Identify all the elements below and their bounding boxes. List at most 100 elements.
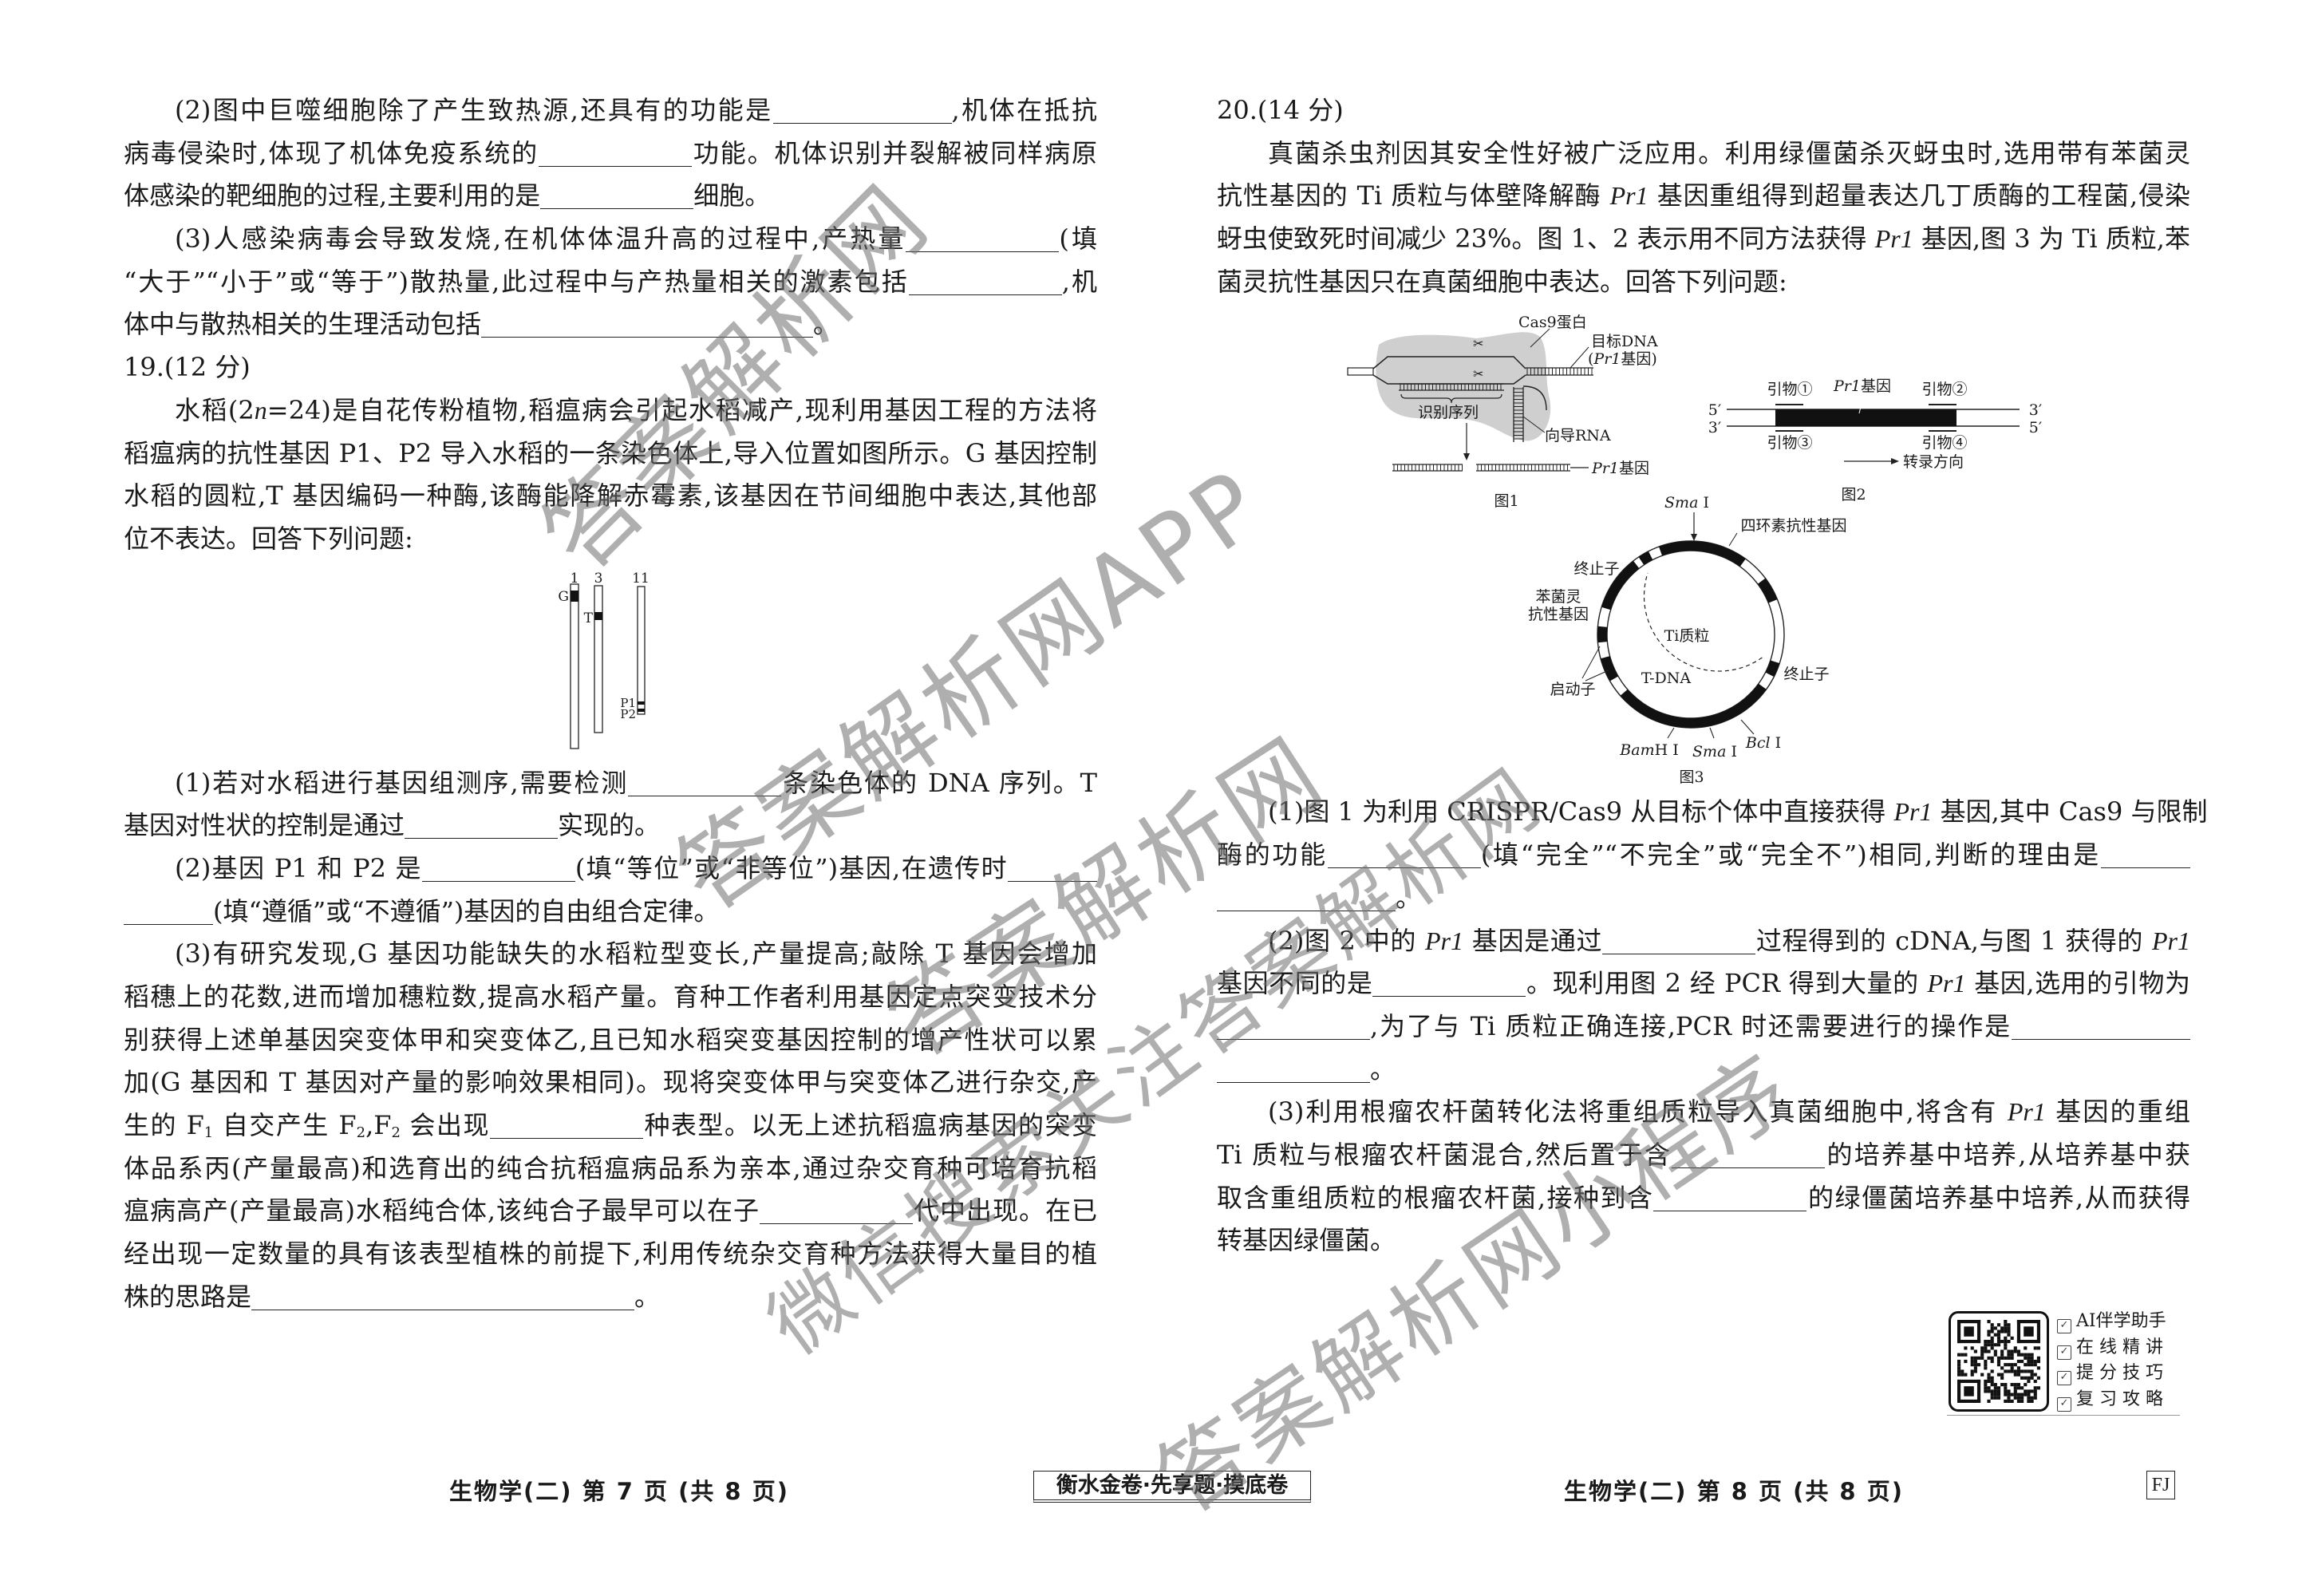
qr-module [2024,1383,2028,1387]
text-run: 株的思路是 [124,1281,252,1312]
qr-module [2030,1356,2034,1360]
gene-suffix: 基因 [1619,460,1649,477]
text-run: 的绿僵菌培养基中培养,从而获得 [1806,1182,2190,1213]
qr-module [2000,1329,2004,1333]
qr-module [1996,1373,2001,1377]
figure-2-caption: 图2 [1841,486,1866,504]
qr-module [1957,1366,1961,1370]
qr-module [2000,1376,2004,1380]
qr-module [1984,1383,1988,1387]
qr-module [1993,1343,1997,1347]
qr-module [1976,1320,1981,1344]
qr-module [1993,1393,1997,1396]
qr-module [2007,1329,2011,1333]
text-run: 稻瘟病的抗性基因 P1、P2 导入水稻的一条染色体上,导入位置如图所示。G 基因… [124,437,1097,468]
qr-module [2000,1383,2004,1387]
text-line: 病毒侵染时,体现了机体免疫系统的功能。机体识别并裂解被同样病原 [124,132,1097,176]
qr-module [2000,1353,2004,1357]
text-line: 稻穗上的花数,进而增加穗粒数,提高水稻产量。育种工作者利用基因定点突变技术分 [124,976,1097,1019]
text-run: 位不表达。回答下列问题: [124,523,413,554]
text-line: 酶的功能(填“完全”“不完全”或“完全不”)相同,判断的理由是 [1217,834,2190,877]
qr-module [1984,1346,1988,1350]
qr-feature-list: ✓AI伴学助手 ✓在 线 精 讲 ✓提 分 技 巧 ✓复 习 攻 略 [2057,1309,2166,1412]
qr-module [1957,1399,1981,1403]
gene-label: Pr1基因 [1833,377,1891,395]
enzyme-name: Sma [1692,743,1726,760]
checkbox-icon: ✓ [2057,1345,2071,1360]
qr-feature-item: ✓AI伴学助手 [2057,1309,2166,1335]
chromosome-11 [637,586,646,715]
arrow-head [1463,453,1470,460]
qr-module [1957,1339,1981,1344]
answer-blank [772,94,952,124]
text-line: 基因不同的是。现利用图 2 经 PCR 得到大量的 Pr1 基因,选用的引物为 [1217,962,2190,1005]
qr-module [1957,1379,1961,1403]
scissors-icon: ✂ [1473,366,1483,381]
text-run: (填 [1059,223,1097,255]
qr-module [1984,1386,1988,1390]
end-5-left: 5′ [1708,401,1721,419]
figure-1-crispr: ✂ ✂ Cas9蛋白 目标DNA (Pr1基因) 识别序列 向导RNA Pr1基… [1347,314,1658,510]
enzyme-suffix: I [1726,743,1737,760]
qr-module [2007,1363,2011,1367]
recognition-label: 识别序列 [1418,404,1479,421]
italic-term: Pr1 [2007,1097,2046,1127]
qr-module [1964,1353,1968,1357]
answer-blank [1602,925,1756,954]
qr-module [1980,1373,1984,1377]
answer-blank [124,895,213,925]
qr-module [1996,1339,2001,1344]
qr-module [1990,1329,1994,1333]
qr-module [2004,1336,2008,1340]
text-run: (3)有研究发现,G 基因功能缺失的水稻粒型变长,产量提高;敲除 T 基因会增加 [175,938,1097,970]
enzyme-name: Bcl [1745,734,1771,752]
qr-module [2030,1399,2034,1403]
text-run: 酶的功能 [1217,839,1328,871]
chromosome-label-1: 1 [571,571,579,587]
italic-term: Pr1 [2151,926,2190,955]
qr-module [2030,1353,2034,1357]
guide-rna-leader [1522,416,1546,433]
qr-module [2020,1399,2024,1403]
text-run: 生的 F [124,1110,204,1141]
qr-module [1990,1336,1994,1340]
text-run: 水稻的圆粒,T 基因编码一种酶,该酶能降解赤霉素,该基因在节间细胞中表达,其他部 [124,480,1097,512]
qr-module [1996,1336,2001,1340]
text-run: 基因不同的是 [1217,968,1373,999]
end-3-left: 3′ [1708,419,1721,437]
qr-module [1990,1326,1994,1330]
qr-code[interactable] [1949,1311,2049,1412]
qr-module [1976,1363,1981,1367]
qr-module [2013,1363,2017,1367]
text-run: (2)图 2 中的 [1268,925,1425,956]
qr-module [2004,1356,2008,1360]
text-run: 基因,其中 Cas9 与限制 [1932,796,2208,828]
italic-term: Pr1 [1424,926,1463,955]
text-run: (2)图中巨噬细胞除了产生致热源,还具有的功能是 [175,95,773,125]
text-line: Ti 质粒与根瘤农杆菌混合,然后置于含的培养基中培养,从培养基中获 [1217,1134,2190,1177]
italic-term: Pr1 [1609,181,1649,211]
qr-module [1984,1366,1988,1370]
qr-module [2010,1356,2014,1360]
qr-module [2010,1399,2014,1403]
qr-module [1980,1349,1984,1353]
text-run: 细胞。 [693,180,771,211]
qr-module [2004,1329,2008,1333]
text-run: 。 [1396,882,1422,913]
qr-module [1973,1349,1977,1353]
subscript: 2 [391,1124,401,1142]
primer-1-label: 引物① [1767,381,1812,398]
text-line: 瘟病高产(产量最高)水稻纯合体,该纯合子最早可以在子代中出现。在已 [124,1190,1097,1233]
text-run: 基因重组得到超量表达几丁质酶的工程菌,侵染 [1648,180,2190,211]
qr-module [2010,1349,2014,1353]
qr-module [1990,1396,1994,1400]
gene-g-band [571,591,578,602]
qr-module [1970,1373,1974,1377]
qr-module [2007,1393,2011,1396]
text-line: ,为了与 Ti 质粒正确连接,PCR 时还需要进行的操作是 [1217,1005,2190,1049]
qr-module [2016,1399,2021,1403]
qr-module [2016,1320,2021,1344]
subscript: 2 [356,1124,366,1142]
text-line: 别获得上述单基因突变体甲和突变体乙,且已知水稻突变基因控制的增产性状可以累 [124,1019,1097,1062]
